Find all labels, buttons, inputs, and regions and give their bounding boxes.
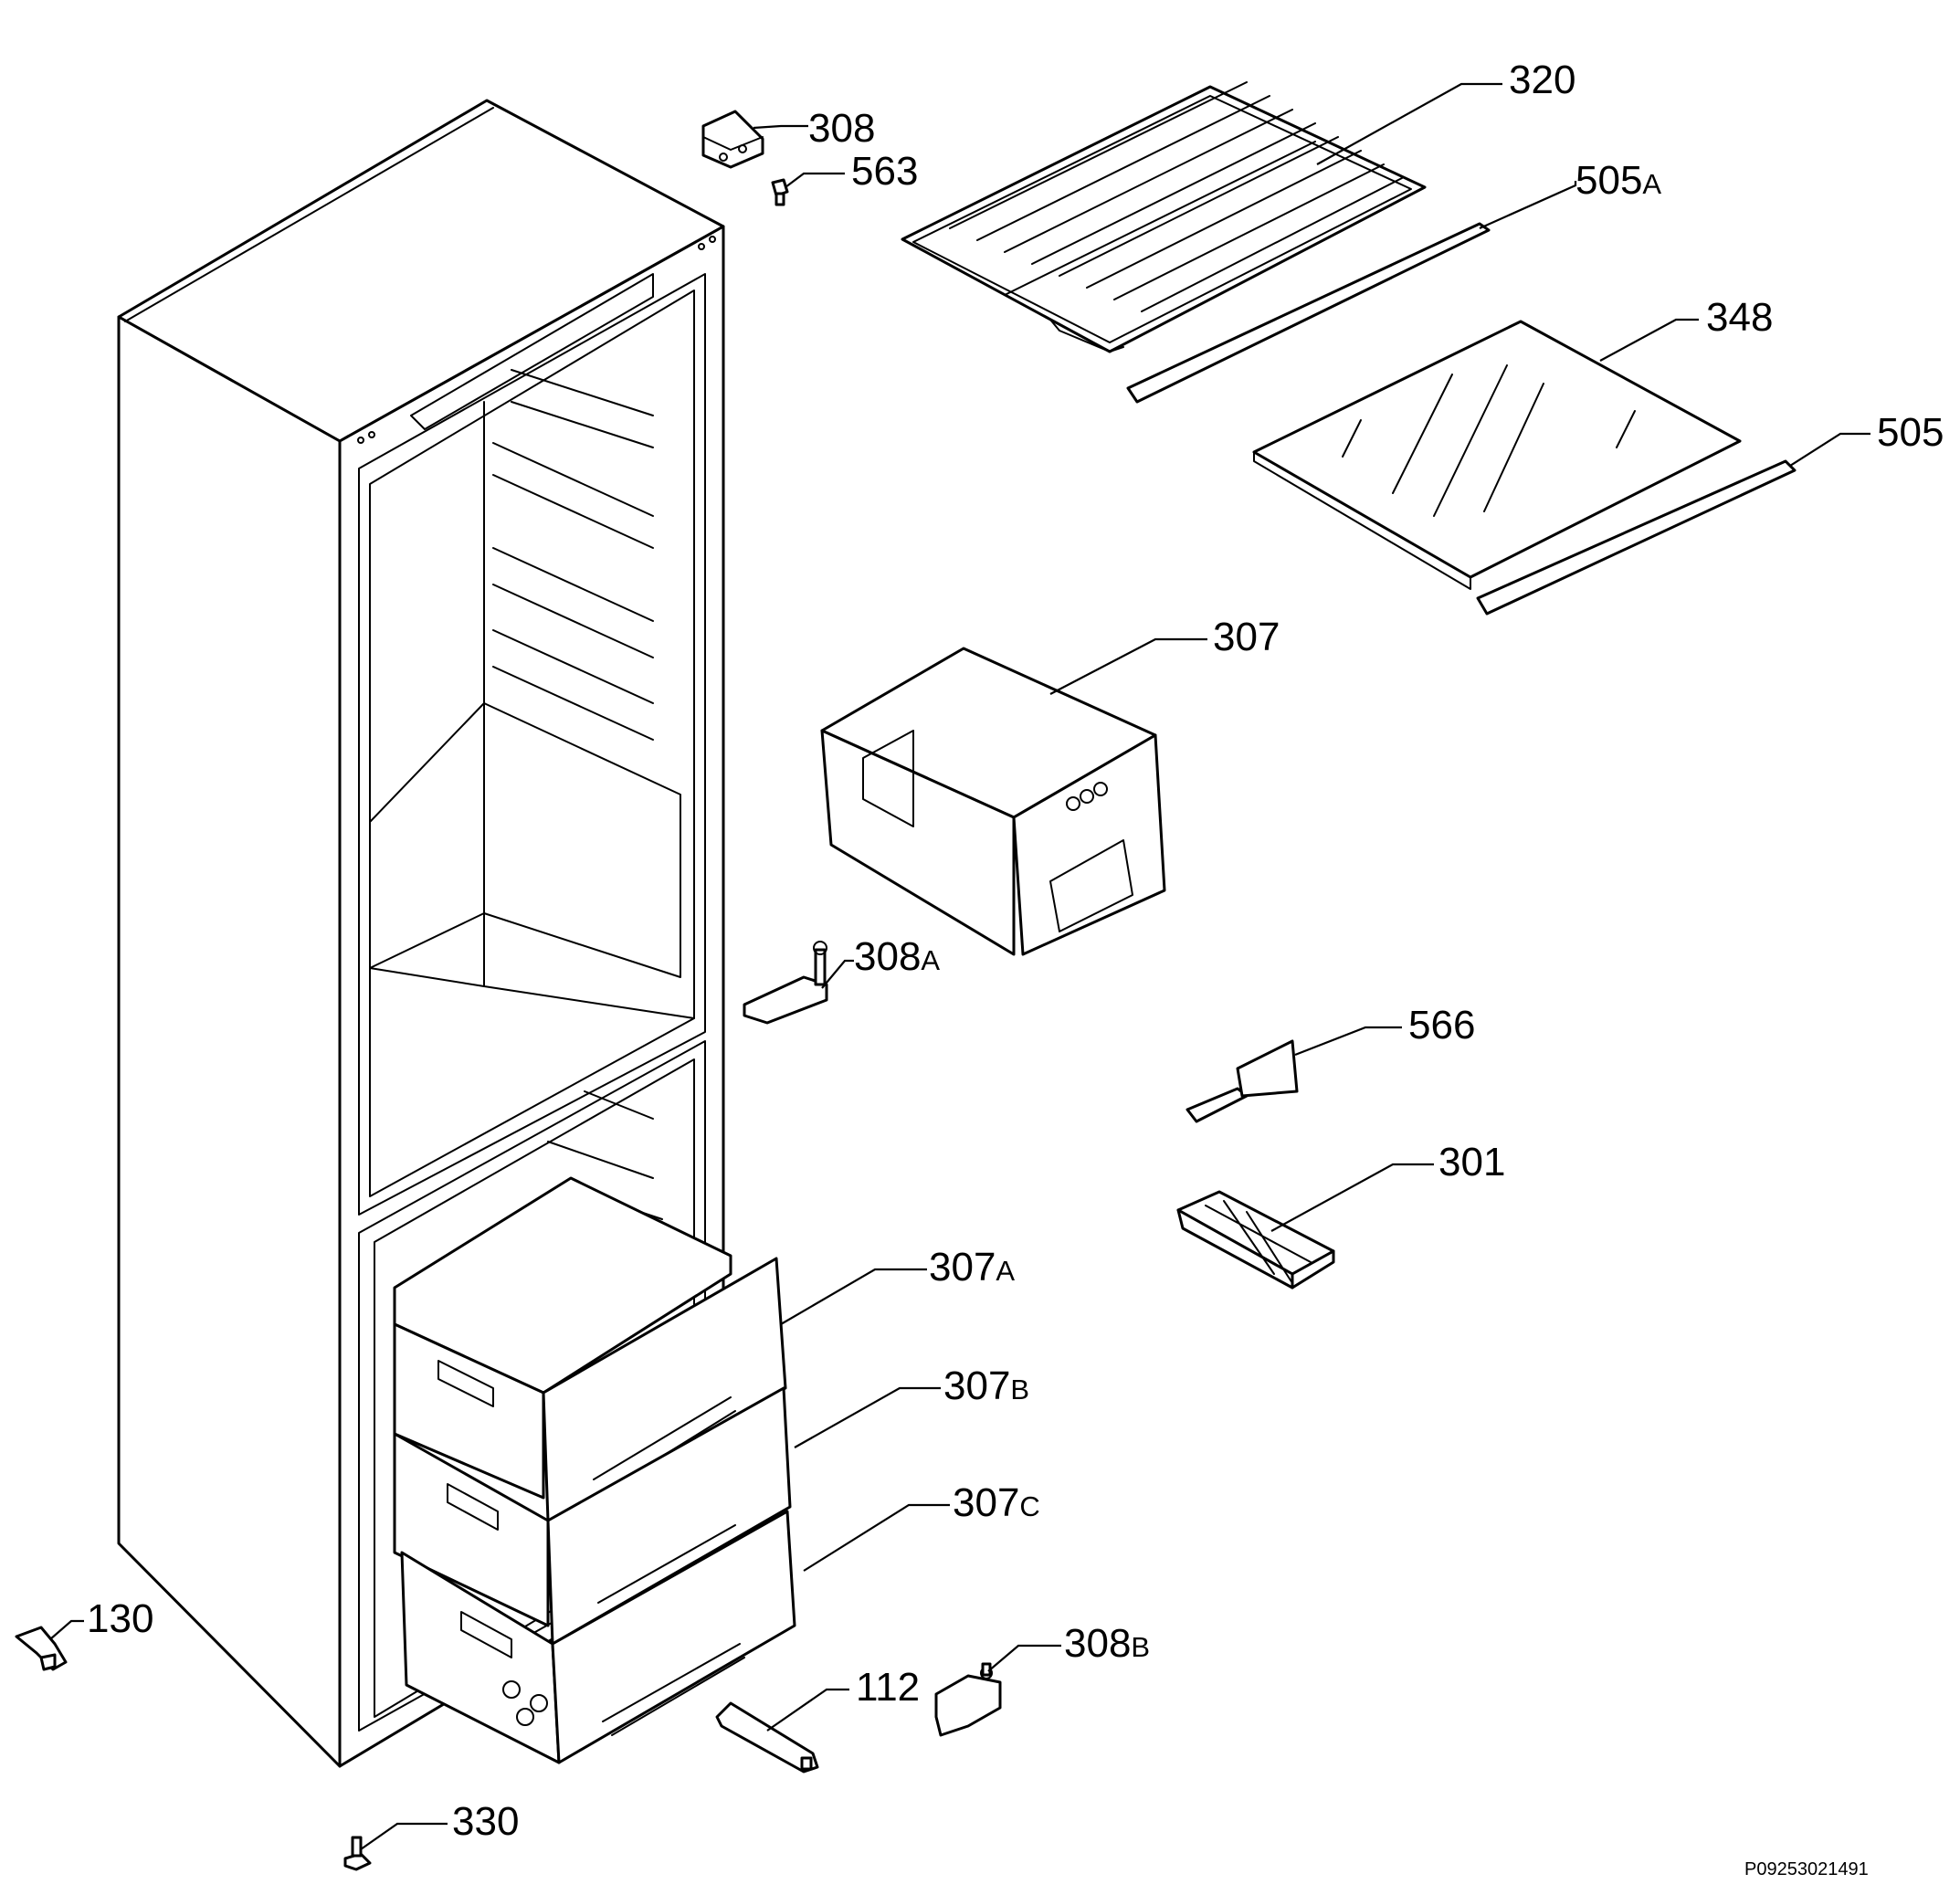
foot-screw-330 <box>343 1836 372 1871</box>
label-330: 330 <box>452 1799 519 1844</box>
hinge-bracket-308 <box>701 110 764 169</box>
label-301: 301 <box>1438 1140 1505 1184</box>
screw-563 <box>771 178 789 206</box>
label-505: 505 <box>1877 410 1944 455</box>
wire-shelf-320 <box>901 81 1427 353</box>
label-308: 308 <box>808 106 875 151</box>
label-348: 348 <box>1706 295 1773 340</box>
crisper-drawer-307 <box>820 647 1166 956</box>
freezer-drawer-307c <box>400 1510 796 1764</box>
hinge-308a <box>743 941 828 1025</box>
freezer-drawer-307a <box>393 1176 787 1522</box>
reference-code: P09253021491 <box>1744 1859 1869 1879</box>
label-505a: 505A <box>1575 158 1661 203</box>
label-307b: 307B <box>943 1363 1029 1408</box>
shelf-rails <box>492 369 654 741</box>
shelf-trim-505a <box>1126 222 1491 404</box>
label-308b: 308B <box>1064 1621 1150 1666</box>
label-307c: 307C <box>953 1480 1040 1525</box>
adjustable-foot-130 <box>15 1626 68 1671</box>
label-130: 130 <box>87 1596 153 1641</box>
label-112: 112 <box>856 1665 920 1710</box>
part-labels: 320 308 563 505A 348 505 307 308A 566 30… <box>87 58 1944 1844</box>
label-563: 563 <box>851 149 918 194</box>
label-308a: 308A <box>854 934 940 979</box>
hinge-bracket-308b <box>934 1662 1002 1737</box>
glass-shelf-348 <box>1252 320 1742 590</box>
ice-scoop-566 <box>1185 1039 1299 1123</box>
label-566: 566 <box>1408 1003 1475 1048</box>
label-320: 320 <box>1509 58 1575 102</box>
leader-lines <box>49 82 1870 1850</box>
shelf-trim-505 <box>1476 459 1797 616</box>
label-307: 307 <box>1213 615 1280 659</box>
label-307a: 307A <box>929 1245 1015 1290</box>
hinge-112 <box>715 1701 819 1774</box>
ice-tray-301 <box>1176 1190 1335 1290</box>
